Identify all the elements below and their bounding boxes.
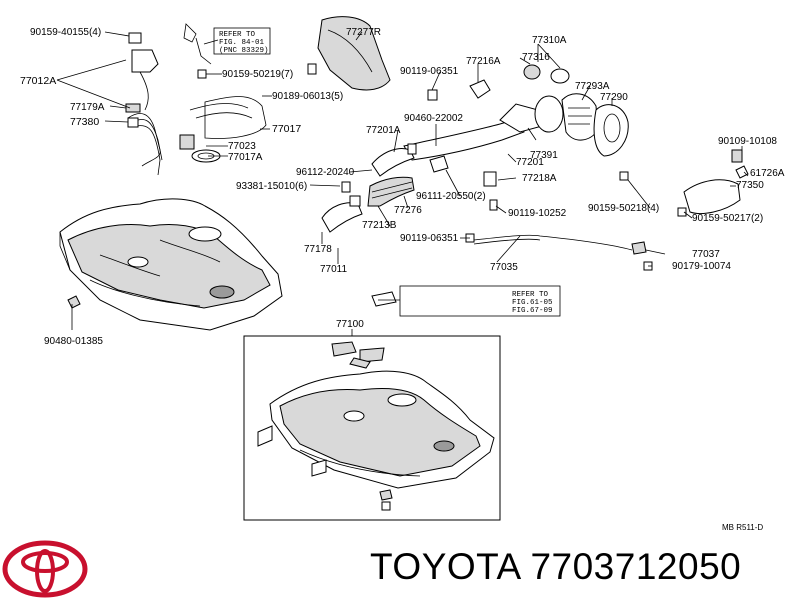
refer-mid-line-1: REFER TO <box>512 291 549 299</box>
callout-77011: 77011 <box>320 264 348 275</box>
callout-77017: 77017 <box>272 123 301 135</box>
callout-96112-20240: 96112-20240 <box>296 167 355 178</box>
callout-77012A: 77012A <box>20 75 56 87</box>
callout-77179A: 77179A <box>70 102 105 113</box>
callout-77201A: 77201A <box>366 125 401 136</box>
callout-93381-15010: 93381-15010(6) <box>236 181 307 192</box>
callout-77310A: 77310A <box>532 35 567 46</box>
callout-77277R: 77277R <box>346 27 381 38</box>
refer-top-line-1: REFER TO <box>219 31 256 39</box>
callout-77213B: 77213B <box>362 220 397 231</box>
callout-61726A: 61726A <box>750 168 785 179</box>
toyota-logo-icon <box>2 540 88 598</box>
callout-77218A: 77218A <box>522 173 557 184</box>
callout-77316: 77316 <box>522 52 550 63</box>
refer-mid-line-2: FIG.61-05 <box>512 299 553 307</box>
callout-90159-50218: 90159-50218(4) <box>588 203 659 214</box>
refer-top-line-3: (PNC 83329) <box>219 47 269 55</box>
callout-77216A: 77216A <box>466 56 501 67</box>
callout-90109-10108: 90109-10108 <box>718 136 777 147</box>
callout-90480-01385: 90480-01385 <box>44 336 103 347</box>
callout-77037: 77037 <box>692 249 720 260</box>
leader-lines <box>56 31 749 336</box>
brand-part-number: TOYOTA 7703712050 <box>370 546 742 587</box>
callout-77178: 77178 <box>304 244 332 255</box>
callout-77293A: 77293A <box>575 81 610 92</box>
callout-96111-20550: 96111-20550(2) <box>416 191 486 202</box>
refer-mid-line-3: FIG.67-09 <box>512 307 553 315</box>
refer-note-mid: REFER TO FIG.61-05 FIG.67-09 <box>399 285 561 317</box>
callout-90460-22002: 90460-22002 <box>404 113 463 124</box>
fuel-tank-upper <box>59 198 283 331</box>
callout-90119-06351-a: 90119-06351 <box>400 66 459 77</box>
callout-90189-06013: 90189-06013(5) <box>272 91 343 102</box>
callout-90119-10252: 90119-10252 <box>508 208 567 219</box>
callout-77100: 77100 <box>336 319 364 330</box>
callout-77391: 77391 <box>530 150 558 161</box>
refer-note-top: REFER TO FIG. 84-01 (PNC 83329) <box>213 27 271 55</box>
callout-77350: 77350 <box>736 180 764 191</box>
callout-labels: 90159-40155(4) 77012A 77179A 77380 90159… <box>20 27 785 532</box>
fuel-sender-assembly <box>125 23 267 176</box>
diagram-code: MB R511-D <box>722 523 763 532</box>
callout-77023: 77023 <box>228 141 256 152</box>
callout-77290: 77290 <box>600 92 628 103</box>
callout-90159-50217: 90159-50217(2) <box>692 213 763 224</box>
callout-77017A: 77017A <box>228 152 263 163</box>
callout-90159-40155: 90159-40155(4) <box>30 27 101 38</box>
callout-90119-06351-b: 90119-06351 <box>400 233 459 244</box>
filler-cap-parts <box>523 64 749 217</box>
tank-detail-box <box>243 335 501 521</box>
callout-90179-10074: 90179-10074 <box>672 261 731 272</box>
callout-77201: 77201 <box>516 157 544 168</box>
callout-90159-50219: 90159-50219(7) <box>222 69 293 80</box>
callout-77276: 77276 <box>394 205 422 216</box>
callout-77380: 77380 <box>70 116 99 128</box>
refer-top-line-2: FIG. 84-01 <box>219 39 265 47</box>
callout-77035: 77035 <box>490 262 518 273</box>
